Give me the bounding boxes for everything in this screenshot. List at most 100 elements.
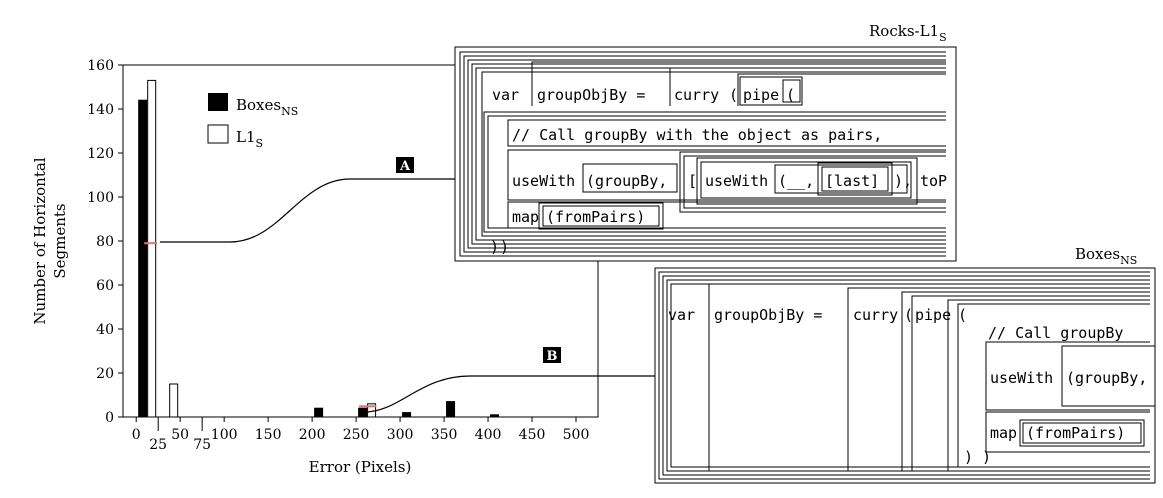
y-tick-label-0: 0 [105,410,114,426]
panel-b-comment-row [985,341,1150,411]
x-axis-label: Error (Pixels) [309,458,412,476]
panel-b-nest-1 [658,271,1150,480]
panel-b-code-var: var [668,306,695,324]
y-axis-label-line2: Segments [51,203,69,278]
panel-b-code-paren2: ( [958,306,967,324]
panel-b-box-frompairs [1019,419,1145,447]
panel-a-code-end1: ) [490,238,499,256]
legend-boxes-sub: NS [281,105,298,118]
panel-a-code-close: ), [894,172,912,190]
panel-a-bracket-box [679,151,946,213]
callout-a-box [396,157,414,173]
panel-a-step-curry [669,67,946,106]
bars [138,79,500,418]
panel-b-code-paren1: ( [904,306,913,324]
panel-b-step-groupobjby [708,283,1150,471]
panel-a-code-last: [last] [825,172,879,190]
panel-a-code-usewith2: useWith [705,172,768,190]
y-tick-label-4: 80 [96,234,114,250]
legend-label-boxes: BoxesNS [236,96,298,118]
panel-a-inner-block [483,111,946,233]
x-tick-label-11: 450 [519,427,546,443]
panel-a-bracket-box-2 [683,155,946,209]
x-tick-label-3: 75 [193,437,211,453]
panel-b-code-frompairs: (fromPairs) [1026,424,1125,442]
panel-a-code-var: var [492,86,519,104]
bar-boxes-4 [446,401,456,418]
panel-b-title-sub: NS [1120,254,1137,267]
panel-a-nest-2 [463,55,946,253]
panel-b-step-pipe [911,295,1150,471]
panel-b-code-groupobjby: groupObjBy = [714,306,822,324]
panel-b-title: BoxesNS [1075,245,1137,267]
panel-a-frame [454,46,957,262]
panel-a-box-usewith2-inner [700,161,912,199]
panel-a-code-comment: // Call groupBy with the object as pairs… [512,126,882,144]
x-tick-label-5: 150 [255,427,282,443]
bar-l1-0 [147,79,157,418]
panel-b-code-pipe: pipe [915,306,951,324]
y-tick-label-8: 160 [87,58,114,74]
bar-boxes-3 [402,412,412,418]
panel-a-title-sub: S [939,31,947,44]
panel-a-code-bracket: [ [688,172,697,190]
panel-a-code-args: (__, [778,172,814,190]
error-markers [144,242,377,408]
x-tick-label-1: 25 [149,437,167,453]
bar-boxes-0 [138,99,148,418]
panel-a-box-last-inner [821,166,889,192]
panel-b-step-paren [901,291,1150,471]
panel-a-code-pipe: pipe [743,86,779,104]
x-tick-label-2: 50 [171,427,189,443]
panel-a-title: Rocks-L1S [869,22,947,44]
y-tick-label-6: 120 [87,146,114,162]
panel-a-nest-4 [471,63,946,245]
legend-l1-main: L1 [236,128,256,146]
y-tick-label-7: 140 [87,102,114,118]
panel-a-step-groupobjby [531,61,946,106]
panel-b-nest-3 [666,279,1150,472]
x-tick-label-8: 300 [387,427,414,443]
legend-swatch-l1 [207,124,229,144]
panel-b-nest-2 [662,275,1150,476]
panel-a-nest-3 [467,59,946,249]
legend-swatch-boxes [208,93,228,111]
bar-boxes-1 [314,407,324,418]
y-axis-label-line1: Number of Horizontal [31,157,49,324]
panel-a-box-pipe [739,76,803,106]
panel-a-code-paren1: ( [729,86,738,104]
panel-b-box-frompairs-inner [1022,422,1142,444]
callout-a-label: A [399,159,411,174]
x-tick-label-7: 250 [343,427,370,443]
panel-a-box-frompairs [538,202,664,230]
x-tick-label-10: 400 [475,427,502,443]
panel-a-code-paren2: ( [786,86,795,104]
panel-a-comment-box [507,119,946,147]
legend-label-l1: L1S [236,128,263,150]
y-tick-label-2: 40 [96,322,114,338]
x-tick-label-12: 500 [563,427,590,443]
panel-b-step-inner [957,303,1150,467]
connector-a-curve [160,178,480,243]
panel-b-step-curry [847,287,1150,471]
y-tick-label-1: 20 [96,366,114,382]
panel-b-map-row [985,411,1150,453]
panel-a-nest-6 [481,71,946,237]
x-tick-label-6: 200 [299,427,326,443]
panel-a-step-pipe [737,73,946,106]
panel-a-box-paren [782,79,801,103]
x-tick-label-9: 350 [431,427,458,443]
panel-b-code-usewith: useWith [990,369,1053,387]
legend-l1-sub: S [256,137,264,150]
x-tick-label-0: 0 [132,427,141,443]
panel-a-usewith-row [507,149,946,201]
callout-b-label: B [547,349,558,364]
panel-b-title-main: Boxes [1075,245,1120,263]
panel-b-box-groupby [1061,345,1155,407]
panel-a-nest-1 [459,51,946,257]
panel-a-title-main: Rocks-L1 [869,22,939,40]
